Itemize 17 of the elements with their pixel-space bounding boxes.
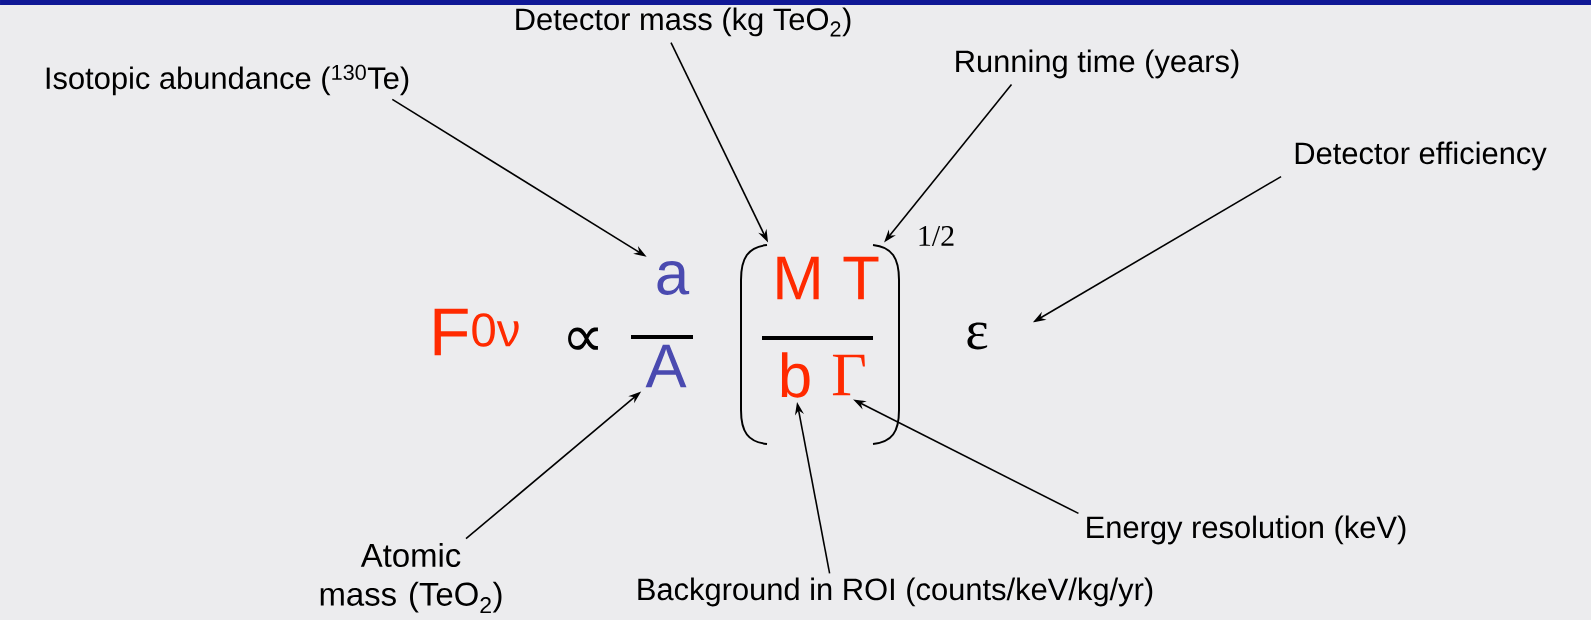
- leader-label: b: [781, 352, 810, 398]
- formula-symbol: ∝: [568, 327, 598, 350]
- leader-label: A: [645, 344, 687, 388]
- leader-label: Background in ROI (counts/keV/kg/yr): [638, 577, 1153, 607]
- leader-label: M: [777, 256, 819, 300]
- leader-label: Detector efficiency: [1295, 141, 1547, 171]
- formula-symbol: ε: [967, 322, 988, 350]
- leader-label: Detector mass (kg TeO$_{2}$): [516, 7, 851, 37]
- leader-label: T: [843, 256, 879, 300]
- exponent-label: 1/2: [919, 225, 954, 247]
- formula-symbol: F$^{0ν}$: [434, 308, 519, 356]
- leader-label: Running time (years): [956, 49, 1239, 79]
- leader-label: Energy resolution (keV): [1087, 515, 1406, 545]
- leader-label: Atomic mass (TeO$_{2}$): [320, 542, 502, 614]
- formula-symbol: Γ: [832, 354, 865, 396]
- leader-label: Isotopic abundance ($^{130}$Te): [46, 64, 409, 96]
- leader-label: a: [657, 261, 690, 295]
